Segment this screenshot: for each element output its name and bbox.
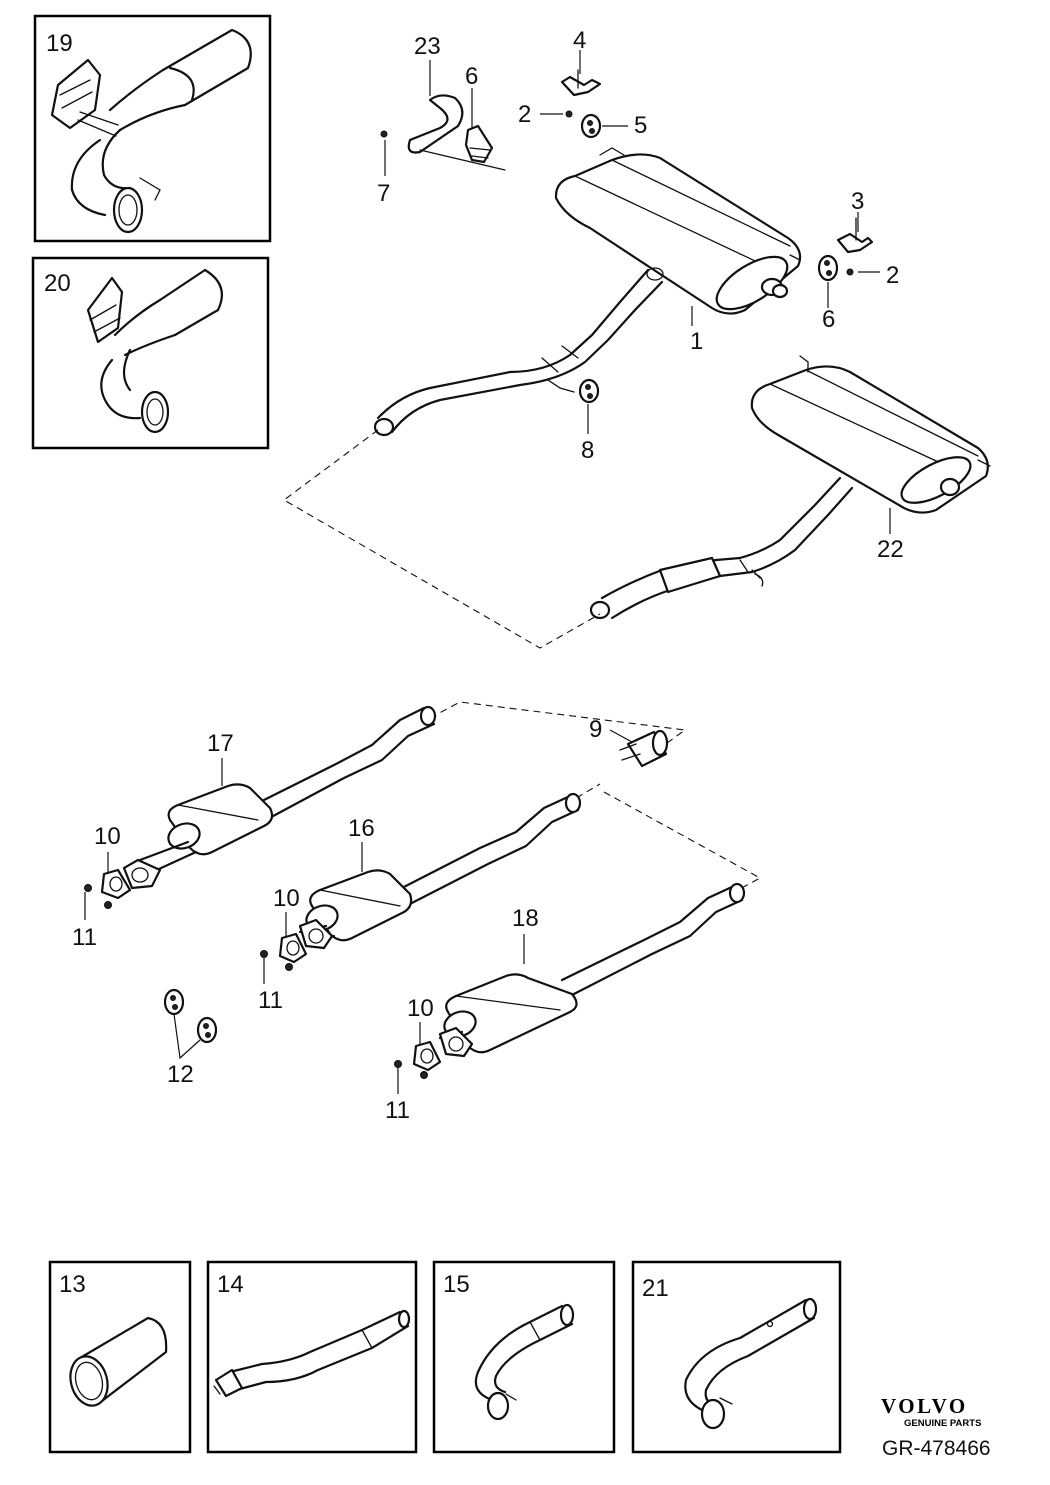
rubber-mount-12-b xyxy=(196,1016,218,1044)
callout-11-a: 11 xyxy=(72,924,97,951)
rubber-mount-6-right xyxy=(817,254,839,282)
inset-panel-14: 14 xyxy=(206,1260,418,1454)
callout-18: 18 xyxy=(512,905,539,932)
callout-14: 14 xyxy=(217,1271,244,1298)
brand-subtitle: GENUINE PARTS xyxy=(904,1418,981,1429)
catalytic-pipe-19 xyxy=(50,28,252,234)
rubber-mount-8 xyxy=(578,378,600,404)
rear-silencer-1 xyxy=(554,147,802,315)
callout-6-top: 6 xyxy=(465,63,478,90)
screw-7 xyxy=(380,130,388,138)
tailpipe-21 xyxy=(684,1297,818,1430)
clamp-6-top xyxy=(464,124,494,164)
callout-2-right: 2 xyxy=(886,262,899,289)
front-pipe-17 xyxy=(122,705,437,890)
diagram-reference-number: GR-478466 xyxy=(882,1437,991,1460)
callout-7: 7 xyxy=(377,180,390,207)
leader-12 xyxy=(173,1013,201,1060)
inset-panel-21: 21 xyxy=(631,1260,842,1454)
leader-lines-rear xyxy=(384,50,880,434)
nut-11-a2 xyxy=(104,901,112,909)
leader-9 xyxy=(609,729,633,743)
callout-5: 5 xyxy=(634,112,647,139)
callout-2-top: 2 xyxy=(518,101,531,128)
callout-4: 4 xyxy=(573,27,586,54)
rubber-mount-5 xyxy=(580,113,602,139)
callout-9: 9 xyxy=(589,716,602,743)
gasket-10-a xyxy=(100,868,132,900)
callout-6-right: 6 xyxy=(822,306,835,333)
nut-11-b2 xyxy=(285,963,293,971)
callout-17: 17 xyxy=(207,730,234,757)
screw-2-top xyxy=(565,110,573,118)
callout-19: 19 xyxy=(46,30,73,57)
callout-16: 16 xyxy=(348,815,375,842)
tailpipe-14 xyxy=(213,1309,411,1398)
front-pipe-18 xyxy=(438,882,746,1058)
bracket-3 xyxy=(836,217,874,254)
gasket-10-c xyxy=(412,1040,442,1072)
callout-22: 22 xyxy=(877,536,904,563)
callout-13: 13 xyxy=(59,1271,86,1298)
catalytic-pipe-20 xyxy=(86,268,223,434)
rubber-mount-12-a xyxy=(163,988,185,1016)
nut-11-a1 xyxy=(84,884,92,892)
callout-15: 15 xyxy=(443,1271,470,1298)
inset-panel-19: 19 xyxy=(33,14,272,243)
screw-2-right xyxy=(846,268,854,276)
rear-silencer-22 xyxy=(750,355,991,514)
callout-12: 12 xyxy=(167,1061,194,1088)
hanger-bracket-23 xyxy=(407,94,506,171)
gasket-10-b xyxy=(278,932,308,964)
tailpipe-tip-13 xyxy=(69,1316,168,1407)
callout-11-b: 11 xyxy=(258,987,283,1014)
callout-10-b: 10 xyxy=(273,885,300,912)
callout-10-c: 10 xyxy=(407,995,434,1022)
inset-panel-15: 15 xyxy=(432,1260,616,1454)
nut-11-c1 xyxy=(394,1060,402,1068)
callout-11-c: 11 xyxy=(385,1097,410,1124)
front-pipe-16 xyxy=(298,792,582,950)
callout-20: 20 xyxy=(44,270,71,297)
callout-1: 1 xyxy=(690,328,703,355)
nut-11-b1 xyxy=(260,950,268,958)
callout-10-a: 10 xyxy=(94,823,121,850)
callout-3: 3 xyxy=(851,188,864,215)
rear-pipe-1 xyxy=(373,267,664,437)
rear-pipe-22 xyxy=(589,476,854,620)
connecting-sleeve-9 xyxy=(619,729,669,768)
inset-panel-20: 20 xyxy=(31,256,270,450)
callout-8: 8 xyxy=(581,437,594,464)
brand-wordmark: VOLVO xyxy=(881,1394,968,1418)
nut-11-c2 xyxy=(420,1071,428,1079)
volvo-logo: VOLVO GENUINE PARTS xyxy=(881,1394,981,1429)
callout-23: 23 xyxy=(414,33,441,60)
bracket-4 xyxy=(560,69,602,97)
tailpipe-15 xyxy=(474,1303,575,1421)
inset-panel-13: 13 xyxy=(48,1260,192,1454)
callout-21: 21 xyxy=(642,1275,669,1302)
